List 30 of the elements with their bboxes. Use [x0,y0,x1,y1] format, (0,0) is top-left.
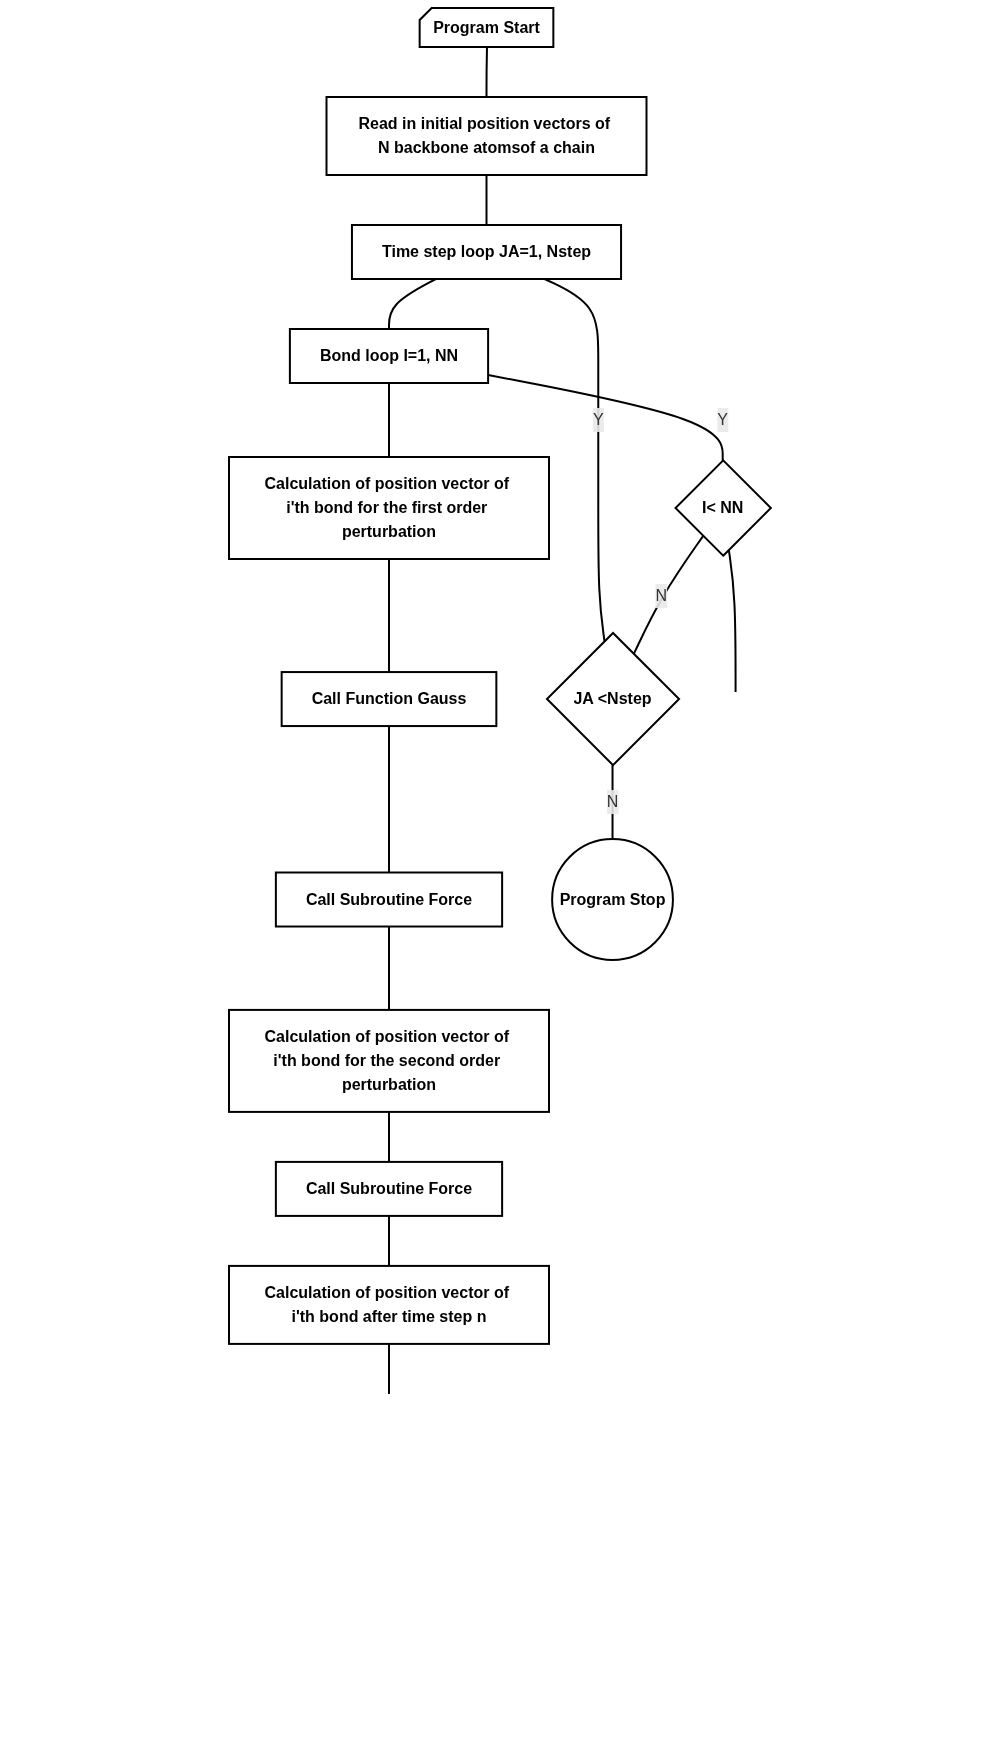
node-box: Read in initial position vectors of N backbone atomsof a chain [325,96,648,176]
connector [485,174,488,226]
node-diamond: JA <Nstep [545,631,681,767]
connector [388,558,391,674]
node-box: Time step loop JA=1, Nstep [351,224,623,280]
connector [485,46,489,98]
node-box: Calculation of position vector of i'th bond for the first order perturbation [228,456,551,560]
node-box: Bond loop I=1, NN [288,328,490,384]
edge-label: Y [717,411,729,428]
edge-label: N [655,587,667,604]
node-circle: Program Stop [551,838,674,961]
connector [727,548,737,694]
node-box: Calculation of position vector of i'th bond for the second order perturbation [228,1008,551,1113]
node-box: Call Function Gauss [280,671,498,728]
edge-label: N [606,793,619,811]
node-box: Calculation of position vector of i'th bond after time step n [228,1264,551,1345]
connector [388,278,437,330]
connector [611,764,614,841]
connector [543,278,606,643]
connector [388,1214,391,1267]
connector [632,535,705,656]
connector [388,1110,391,1163]
connector [388,382,391,458]
connector [388,1342,391,1395]
connector [388,925,391,1011]
node-box: Call Subroutine Force [274,1160,504,1217]
node-box: Call Subroutine Force [274,871,504,928]
node-diamond: I< NN [674,458,773,558]
edge-label: Y [592,411,604,428]
connector [388,725,391,874]
